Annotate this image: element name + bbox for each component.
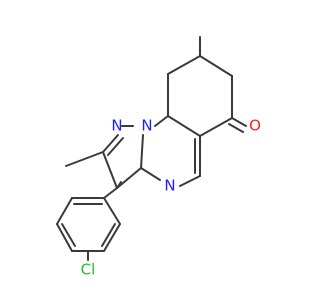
- bond-pz-4: [102, 151, 118, 189]
- bond-pyr-3: [179, 175, 201, 187]
- atom-o1-label: O: [249, 117, 261, 135]
- bond-ring-2: [199, 55, 233, 77]
- bond-pz-3: [107, 137, 124, 156]
- bond-bz-3: [56, 197, 73, 225]
- bond-bz-4: [103, 223, 121, 252]
- structure-drawing: N N N O Cl: [56, 36, 261, 279]
- bond-pz-2: [102, 134, 119, 153]
- bond-methyl-left: [65, 151, 104, 167]
- atom-cl1-label: Cl: [81, 261, 96, 279]
- bond-bz-double-2: [61, 223, 76, 247]
- bond-carbonyl-1: [231, 117, 247, 127]
- bond-bz-5: [56, 223, 73, 252]
- atom-n1-label: N: [141, 117, 152, 135]
- bond-bz-2: [103, 197, 121, 225]
- bond-fused-2: [154, 115, 169, 127]
- bond-fused-1: [167, 115, 201, 137]
- molecule-canvas: N N N O Cl: [56, 36, 261, 279]
- bond-ring-1: [167, 55, 201, 75]
- bond-pz-5: [116, 167, 142, 189]
- bond-aryl-link: [103, 187, 118, 199]
- bond-pyr-4: [140, 167, 161, 181]
- bond-pz-6: [116, 181, 122, 189]
- atom-n3-label: N: [164, 177, 175, 195]
- bond-bz-double-3: [101, 223, 116, 247]
- atom-n2-label: N: [111, 117, 122, 135]
- bond-carbonyl-2: [228, 123, 244, 133]
- bond-pyr-5: [140, 134, 144, 169]
- bond-ring-5: [199, 117, 233, 137]
